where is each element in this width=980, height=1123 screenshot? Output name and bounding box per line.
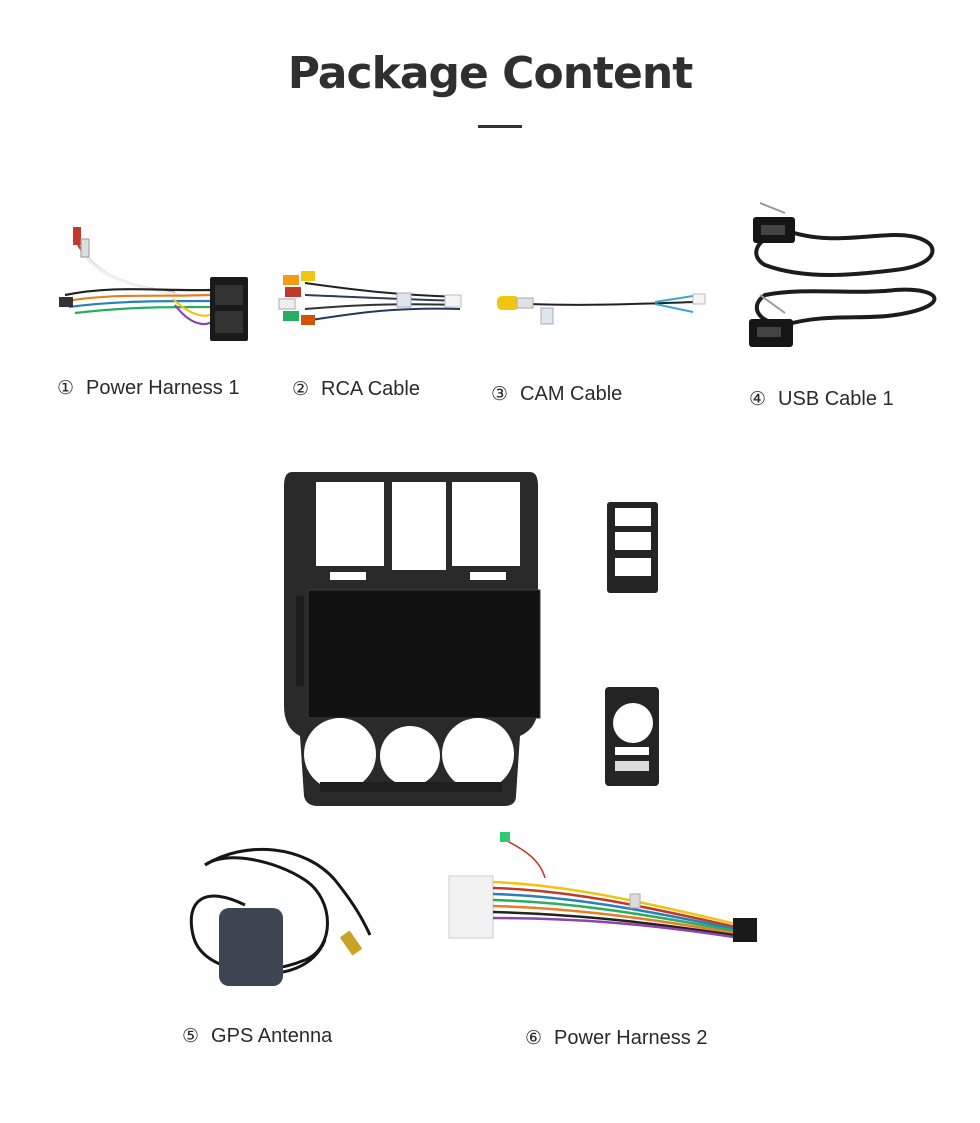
item-label-rca-cable: ② RCA Cable [292, 378, 420, 401]
item-label-gps-antenna: ⑤ GPS Antenna [182, 1025, 332, 1048]
head-unit-frame-image [284, 472, 541, 806]
item-name: GPS Antenna [211, 1025, 333, 1047]
item-label-cam-cable: ③ CAM Cable [491, 383, 622, 406]
item-number: ③ [491, 383, 509, 405]
trim-piece-1-image [607, 502, 658, 593]
power-harness-2-image [448, 832, 757, 942]
item-label-power-harness-1: ① Power Harness 1 [57, 377, 239, 400]
gps-antenna-image [189, 847, 372, 986]
item-number: ⑥ [525, 1027, 543, 1049]
trim-piece-2-image [605, 687, 659, 786]
power-harness-1-image [59, 227, 248, 341]
item-label-usb-cable-1: ④ USB Cable 1 [749, 388, 894, 411]
item-number: ⑤ [182, 1025, 200, 1047]
usb-cable-1-image [749, 202, 937, 347]
item-number: ④ [749, 388, 767, 410]
page-title: Package Content [287, 48, 694, 99]
cam-cable-image [497, 293, 706, 325]
rca-cable-image [278, 271, 462, 325]
item-name: Power Harness 1 [86, 377, 240, 399]
item-name: CAM Cable [520, 383, 623, 405]
item-label-power-harness-2: ⑥ Power Harness 2 [525, 1027, 707, 1050]
item-name: USB Cable 1 [778, 388, 894, 410]
item-name: Power Harness 2 [554, 1027, 708, 1049]
title-divider [478, 125, 522, 128]
item-number: ① [57, 377, 75, 399]
item-name: RCA Cable [321, 378, 420, 400]
item-number: ② [292, 378, 310, 400]
